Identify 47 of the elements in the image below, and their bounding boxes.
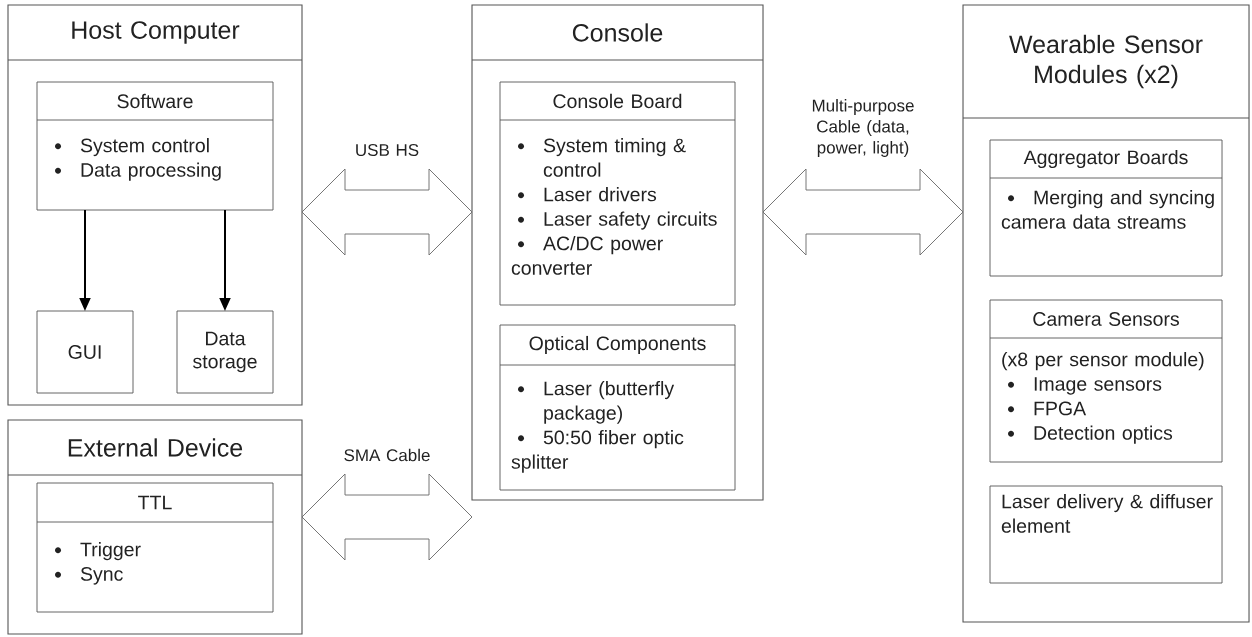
edge-label: SMA Cable bbox=[344, 448, 430, 462]
list-item: Sync bbox=[55, 567, 123, 585]
list-item: Laser drivers bbox=[518, 187, 657, 202]
module-box bbox=[499, 81, 736, 306]
list-item: Laser (butterfly package) bbox=[518, 381, 675, 424]
box-label: Data storage bbox=[193, 331, 257, 373]
heading: External Device bbox=[68, 438, 243, 457]
list-item: System control bbox=[55, 138, 209, 157]
list-item: Detection optics bbox=[1008, 425, 1173, 444]
component-box bbox=[7, 419, 303, 635]
body-text: (x8 per sensor module) bbox=[1002, 352, 1204, 371]
heading: Wearable Sensor Modules (x2) bbox=[1009, 34, 1203, 89]
list-item: System timing & control bbox=[518, 138, 686, 177]
double-arrow bbox=[301, 473, 473, 561]
list-item: Trigger bbox=[55, 542, 141, 561]
heading: Console Board bbox=[553, 93, 682, 109]
module-box bbox=[989, 139, 1223, 277]
heading: Software bbox=[117, 93, 193, 109]
module-box bbox=[176, 310, 274, 394]
module-box bbox=[989, 299, 1223, 463]
component-box bbox=[471, 4, 764, 501]
list-item: FPGA bbox=[1008, 401, 1087, 416]
double-arrow bbox=[762, 168, 964, 256]
edge-label: USB HS bbox=[356, 144, 419, 157]
box-label: GUI bbox=[68, 345, 101, 359]
component-box bbox=[7, 4, 303, 406]
heading: TTL bbox=[138, 495, 172, 510]
edge-label: Multi-purpose Cable (data, power, light) bbox=[812, 99, 914, 157]
module-box bbox=[36, 81, 274, 211]
component-box bbox=[962, 4, 1250, 623]
module-box bbox=[36, 482, 274, 613]
heading: Host Computer bbox=[72, 21, 240, 44]
list-item: 50:50 fiber optic splitter bbox=[511, 430, 684, 473]
heading: Aggregator Boards bbox=[1023, 149, 1188, 169]
module-box bbox=[499, 324, 736, 491]
module-box bbox=[989, 485, 1223, 584]
heading: Optical Components bbox=[529, 335, 706, 355]
list-item: Data processing bbox=[55, 162, 221, 181]
list-item: Merging and syncing camera data streams bbox=[1001, 190, 1214, 229]
list-item: Image sensors bbox=[1008, 377, 1162, 395]
list-item: AC/DC power converter bbox=[511, 236, 663, 275]
double-arrow bbox=[301, 168, 473, 256]
list-item: Laser safety circuits bbox=[518, 211, 717, 230]
module-box bbox=[36, 310, 134, 394]
heading: Console bbox=[572, 23, 663, 42]
body-text: Laser delivery & diffuser element bbox=[1001, 494, 1213, 533]
heading: Camera Sensors bbox=[1033, 312, 1179, 326]
